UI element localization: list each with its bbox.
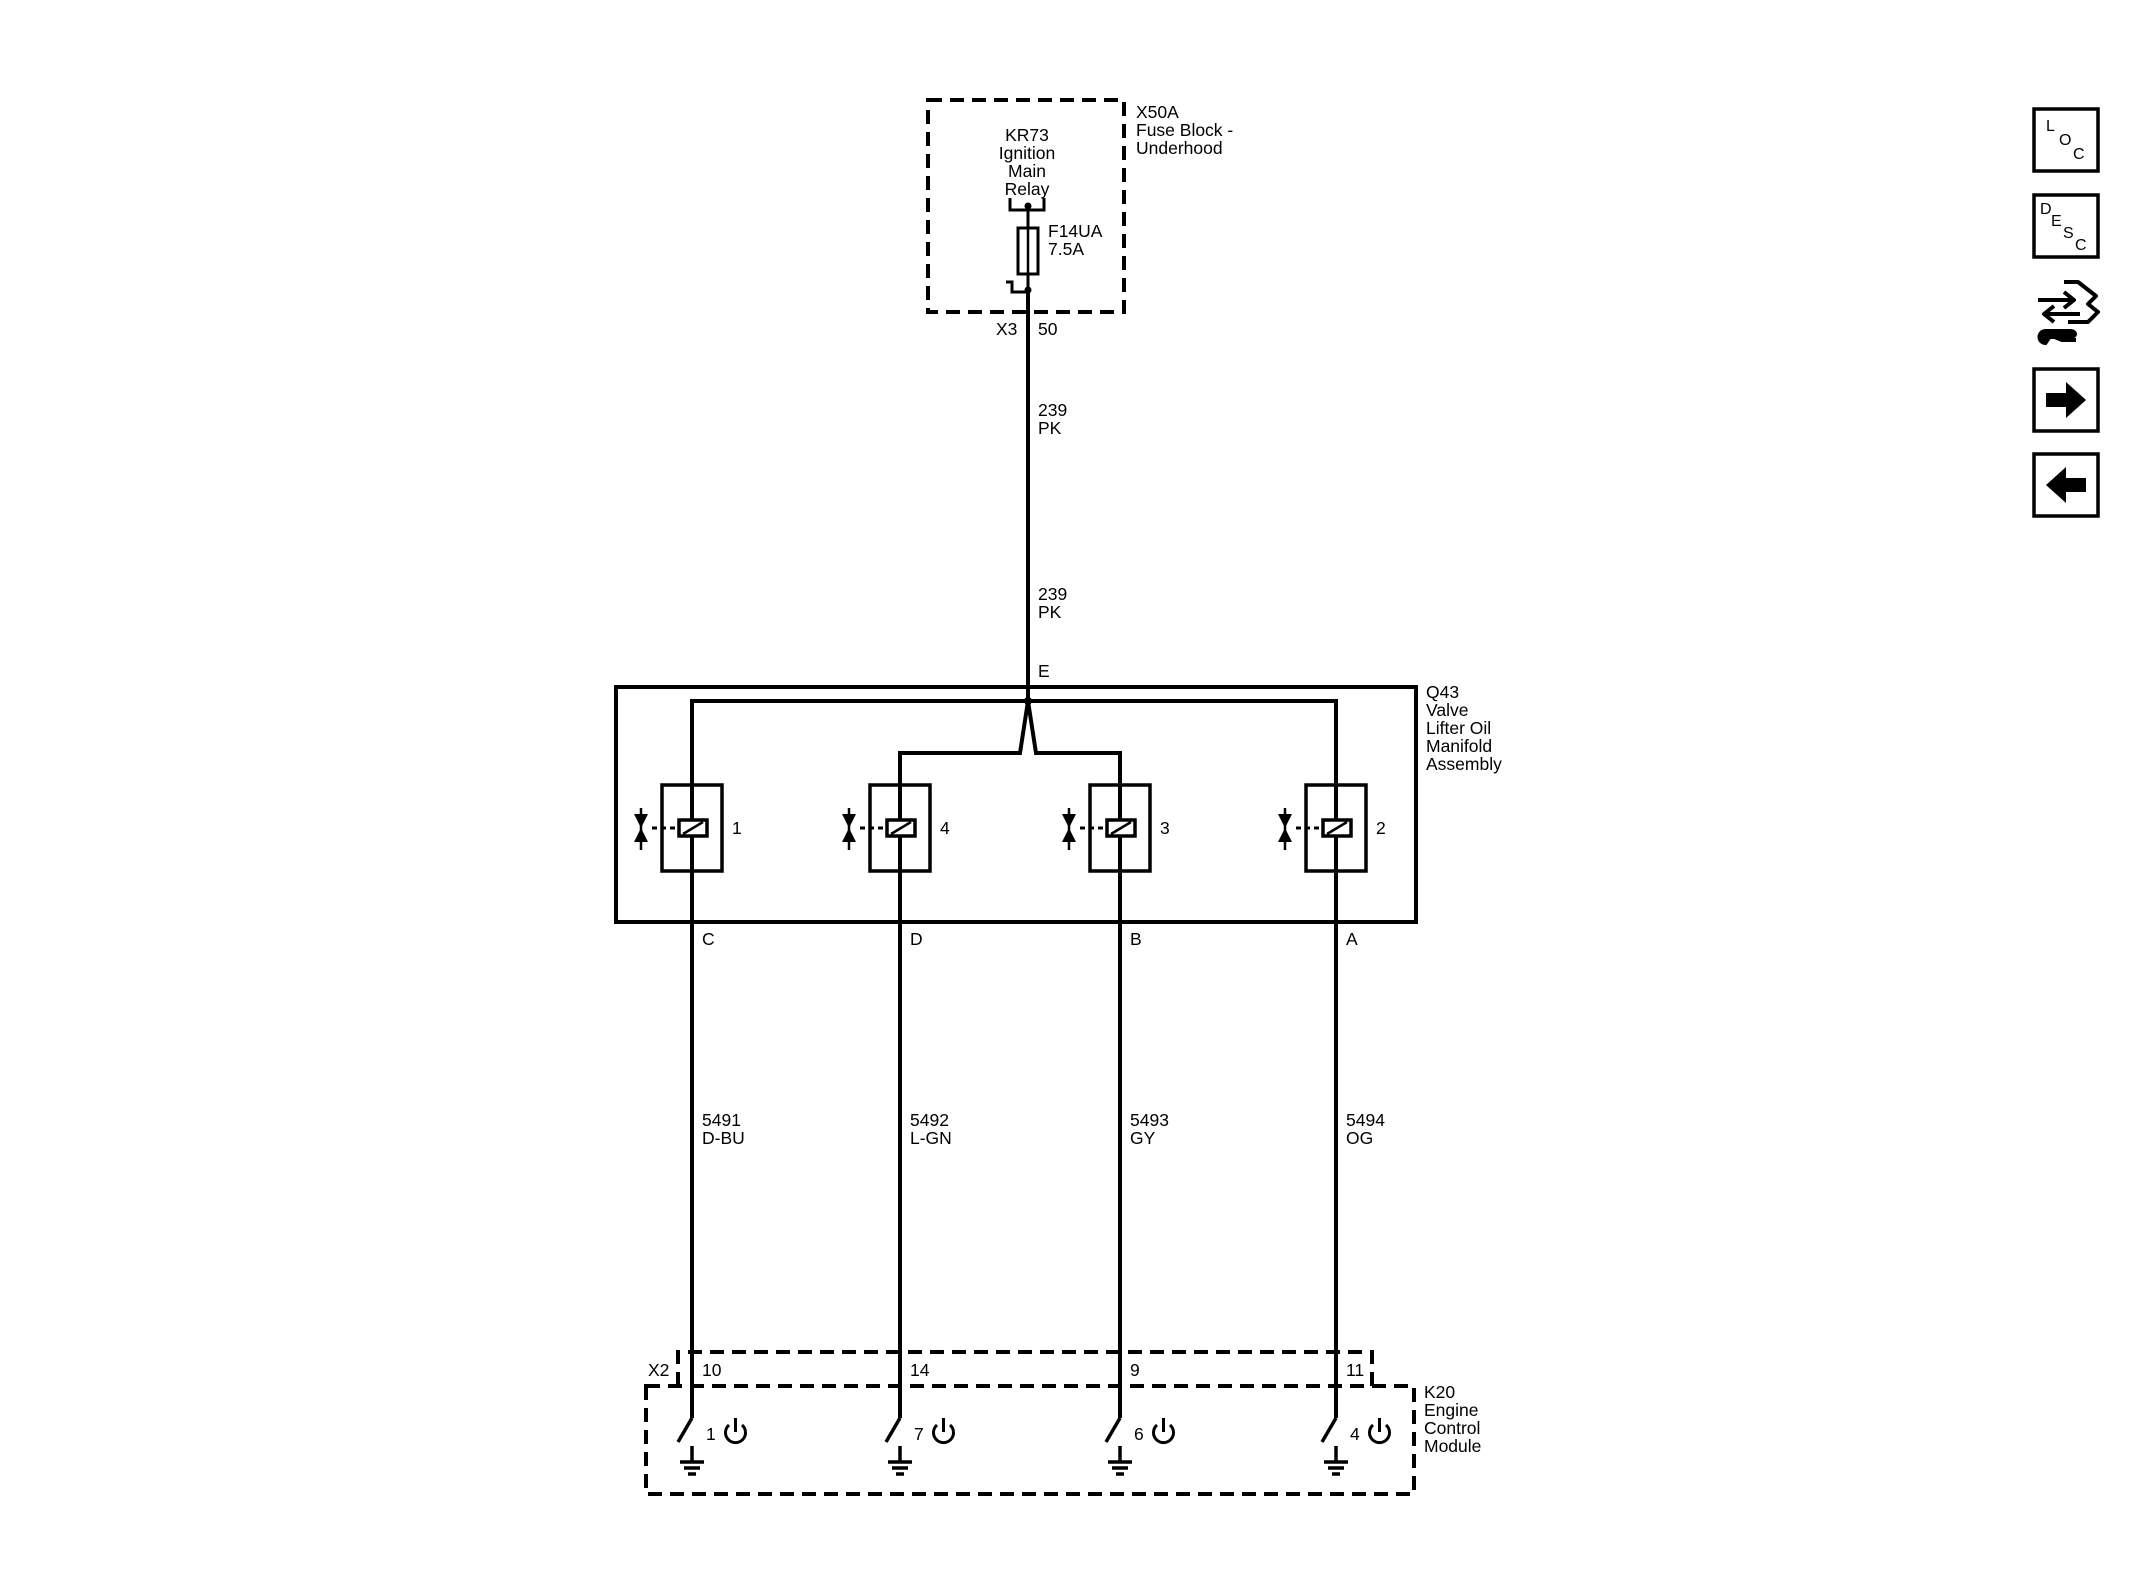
ecm-driver-7-number: 7 — [914, 1424, 924, 1444]
loc-letter-o: O — [2059, 132, 2071, 149]
ecm-driver-1: 1 — [676, 1417, 747, 1476]
relay-label-line2: Main — [1008, 161, 1046, 181]
k20-ecm: X2 10 14 9 11 K20 Engine Control Module … — [644, 1350, 1481, 1496]
assembly-name-line3: Manifold — [1426, 736, 1492, 756]
ecm-driver-6: 6 — [1104, 1417, 1175, 1476]
ecm-driver-7: 7 — [884, 1417, 955, 1476]
next-button[interactable] — [2032, 367, 2100, 433]
wire-5494-circuit: 5494 — [1346, 1110, 1385, 1130]
fuse-id: F14UA — [1048, 221, 1103, 241]
assembly-internal-bus — [690, 699, 1338, 785]
solenoid-3-number: 3 — [1160, 818, 1170, 838]
desc-letter-s: S — [2063, 225, 2074, 242]
ecm-name-line3: Module — [1424, 1436, 1481, 1456]
desc-letter-c: C — [2075, 237, 2087, 254]
wire-5492-circuit: 5492 — [910, 1110, 949, 1130]
assembly-supply-pin: E — [1038, 661, 1050, 681]
q43-assembly: E Q43 Valve Lifter Oil Manifold Assembly… — [614, 661, 1502, 949]
connector-x2-pin-14: 14 — [910, 1360, 930, 1380]
wire-5492-color: L-GN — [910, 1128, 952, 1148]
supply-circuit-upper: 239 — [1038, 400, 1067, 420]
ecm-driver-4-number: 4 — [1350, 1424, 1360, 1444]
supply-circuit-lower: 239 — [1038, 584, 1067, 604]
connector-x3-label: X3 — [996, 319, 1017, 339]
loc-letter-c: C — [2073, 146, 2085, 163]
loc-button[interactable]: L O C — [2032, 107, 2100, 173]
connector-x2-label: X2 — [648, 1360, 669, 1380]
desc-icon: D E S C — [2040, 201, 2087, 254]
power-icon — [932, 1418, 955, 1445]
wire-5491-circuit: 5491 — [702, 1110, 741, 1130]
power-icon — [724, 1418, 747, 1445]
assembly-pin-d: D — [910, 929, 923, 949]
solenoid-2-number: 2 — [1376, 818, 1386, 838]
ecm-outline — [644, 1384, 1416, 1496]
solenoid-3: 3 — [1062, 783, 1170, 873]
relay-node — [1024, 202, 1032, 210]
connector-x2-pin-11: 11 — [1346, 1360, 1364, 1380]
back-button[interactable] — [2032, 452, 2100, 518]
connector-x2-outline — [676, 1350, 1374, 1386]
fuse-block-name-line2: Underhood — [1136, 138, 1223, 158]
solenoid-2: 2 — [1278, 783, 1386, 873]
control-wires — [690, 871, 1338, 1418]
wire-5491-color: D-BU — [702, 1128, 745, 1148]
fuse-rating: 7.5A — [1048, 239, 1084, 259]
solenoid-4: 4 — [842, 783, 950, 873]
solenoid-1: 1 — [634, 783, 742, 873]
loc-icon: L O C — [2046, 118, 2085, 163]
ecm-name-line2: Control — [1424, 1418, 1480, 1438]
assembly-bus-node — [1024, 697, 1032, 705]
solenoid-4-number: 4 — [940, 818, 950, 838]
relay-id: KR73 — [1005, 125, 1049, 145]
ecm-id: K20 — [1424, 1382, 1455, 1402]
wire-5493-color: GY — [1130, 1128, 1156, 1148]
assembly-id: Q43 — [1426, 682, 1459, 702]
wire-5494-color: OG — [1346, 1128, 1373, 1148]
supply-color-lower: PK — [1038, 602, 1062, 622]
fuse-block-id: X50A — [1136, 102, 1179, 122]
supply-color-upper: PK — [1038, 418, 1062, 438]
ecm-driver-1-number: 1 — [706, 1424, 716, 1444]
desc-letter-e: E — [2051, 213, 2062, 230]
fuse-block-x50a: X50A Fuse Block - Underhood KR73 Ignitio… — [926, 98, 1233, 339]
loc-letter-l: L — [2046, 118, 2055, 135]
assembly-pin-c: C — [702, 929, 715, 949]
ecm-name-line1: Engine — [1424, 1400, 1479, 1420]
desc-button[interactable]: D E S C — [2032, 193, 2100, 259]
connector-x3-pin: 50 — [1038, 319, 1058, 339]
ecm-driver-4: 4 — [1320, 1417, 1391, 1476]
relay-label-line3: Relay — [1005, 179, 1050, 199]
relay-label-line1: Ignition — [999, 143, 1055, 163]
assembly-name-line1: Valve — [1426, 700, 1468, 720]
connector-tools-icon — [2037, 280, 2100, 345]
assembly-pin-b: B — [1130, 929, 1142, 949]
wire-5493-circuit: 5493 — [1130, 1110, 1169, 1130]
supply-wire-239: 239 PK 239 PK — [1026, 290, 1067, 701]
assembly-name-line2: Lifter Oil — [1426, 718, 1491, 738]
arrow-right-icon — [2046, 382, 2086, 418]
assembly-pin-a: A — [1346, 929, 1358, 949]
relay-contact-symbol — [1008, 198, 1046, 228]
assembly-name-line4: Assembly — [1426, 754, 1502, 774]
connector-x2-pin-10: 10 — [702, 1360, 722, 1380]
desc-letter-d: D — [2040, 201, 2052, 218]
solenoid-1-number: 1 — [732, 818, 742, 838]
connector-x2-pin-9: 9 — [1130, 1360, 1140, 1380]
power-icon — [1152, 1418, 1175, 1445]
arrow-left-icon — [2046, 467, 2086, 503]
fuse-block-name-line1: Fuse Block - — [1136, 120, 1233, 140]
connector-tools-button[interactable] — [2037, 280, 2100, 345]
ecm-driver-6-number: 6 — [1134, 1424, 1144, 1444]
power-icon — [1368, 1418, 1391, 1445]
